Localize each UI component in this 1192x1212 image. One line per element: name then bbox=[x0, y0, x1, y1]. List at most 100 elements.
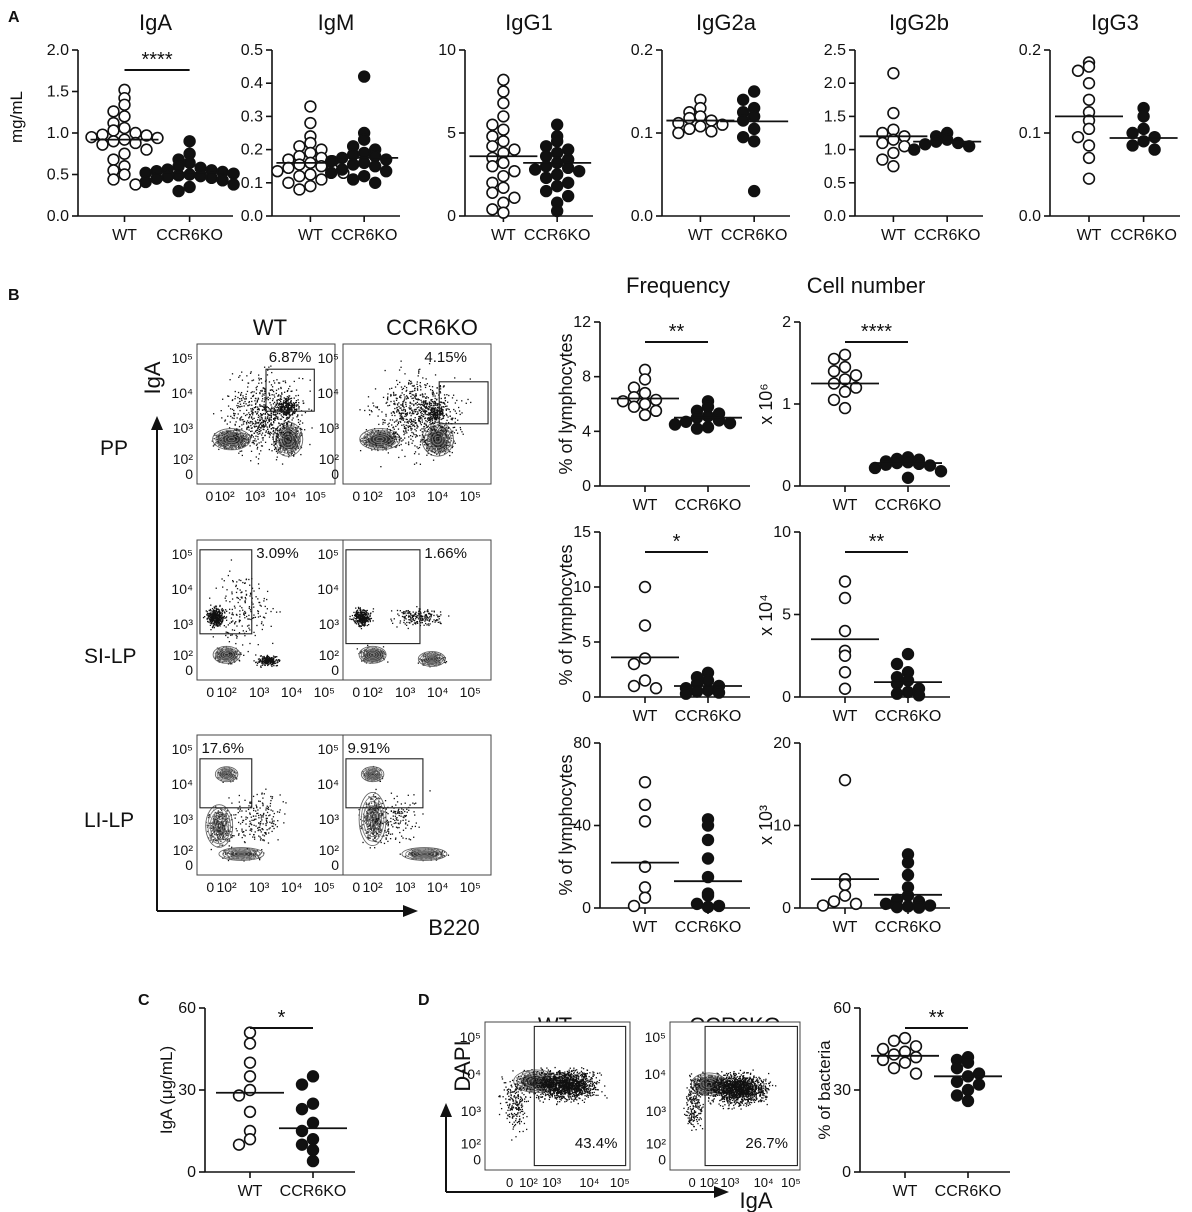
event-dot bbox=[227, 430, 229, 433]
event-dot bbox=[257, 397, 259, 399]
event-dot bbox=[264, 441, 267, 443]
event-dot bbox=[437, 434, 439, 436]
event-dot bbox=[421, 415, 424, 417]
significance-stars: **** bbox=[141, 49, 172, 71]
wt-point bbox=[627, 657, 641, 671]
flow-x-tick-label: 10⁵ bbox=[305, 488, 326, 504]
event-dot bbox=[252, 422, 254, 425]
event-dot bbox=[259, 432, 261, 435]
event-dot bbox=[273, 396, 276, 398]
x-tick-label: WT bbox=[633, 919, 658, 936]
event-dot bbox=[392, 437, 394, 439]
event-dot bbox=[295, 389, 298, 391]
flow-y-axis-label: IgA bbox=[140, 361, 165, 394]
y-tick-label: 0 bbox=[582, 478, 591, 495]
wt-point bbox=[232, 1138, 246, 1151]
event-dot bbox=[295, 400, 298, 402]
x-tick-label: WT bbox=[633, 497, 658, 514]
event-dot bbox=[291, 408, 293, 410]
y-tick-label: 2.5 bbox=[824, 42, 846, 59]
event-dot bbox=[276, 401, 278, 403]
event-dot bbox=[419, 394, 421, 396]
event-dot bbox=[238, 452, 240, 454]
event-dot bbox=[454, 410, 456, 412]
event-dot bbox=[251, 379, 253, 382]
event-dot bbox=[287, 406, 289, 408]
event-dot bbox=[425, 413, 427, 416]
event-dot bbox=[293, 409, 296, 411]
event-dot bbox=[460, 428, 462, 431]
event-dot bbox=[458, 406, 460, 409]
y-tick-label: 0.3 bbox=[241, 108, 263, 125]
event-dot bbox=[245, 403, 247, 405]
event-dot bbox=[233, 409, 235, 412]
event-dot bbox=[429, 407, 431, 409]
event-dot bbox=[298, 408, 300, 410]
x-tick-label: WT bbox=[881, 227, 906, 244]
event-dot bbox=[426, 439, 428, 441]
event-dot bbox=[377, 415, 379, 417]
wt-point bbox=[118, 147, 131, 160]
event-dot bbox=[419, 444, 422, 446]
event-dot bbox=[242, 419, 244, 421]
event-dot bbox=[419, 422, 422, 424]
event-dot bbox=[434, 374, 437, 376]
event-dot bbox=[402, 430, 405, 432]
event-dot bbox=[419, 441, 422, 443]
ccr6ko-point bbox=[1126, 126, 1139, 140]
event-dot bbox=[257, 425, 259, 428]
event-dot bbox=[428, 408, 430, 411]
event-dot bbox=[222, 398, 224, 400]
event-dot bbox=[246, 390, 249, 393]
wt-point bbox=[838, 360, 852, 374]
event-dot bbox=[459, 426, 461, 429]
event-dot bbox=[452, 394, 455, 396]
event-dot bbox=[443, 394, 446, 396]
event-dot bbox=[408, 425, 411, 428]
x-tick-label: CCR6KO bbox=[524, 227, 591, 244]
event-dot bbox=[405, 412, 407, 415]
event-dot bbox=[251, 434, 253, 436]
event-dot bbox=[378, 408, 380, 411]
event-dot bbox=[414, 425, 416, 428]
event-dot bbox=[393, 400, 395, 402]
y-tick-label: 0.5 bbox=[824, 175, 846, 192]
event-dot bbox=[240, 391, 243, 394]
event-dot bbox=[289, 385, 291, 387]
event-dot bbox=[283, 427, 286, 429]
event-dot bbox=[253, 391, 255, 393]
event-dot bbox=[409, 407, 411, 410]
wt-point bbox=[876, 153, 889, 166]
event-dot bbox=[262, 387, 264, 389]
event-dot bbox=[416, 383, 418, 385]
flow-x-arrowhead bbox=[403, 905, 418, 917]
event-dot bbox=[280, 423, 282, 425]
event-dot bbox=[391, 387, 393, 389]
event-dot bbox=[287, 399, 289, 401]
event-dot bbox=[411, 431, 413, 434]
event-dot bbox=[398, 436, 400, 438]
event-dot bbox=[212, 413, 215, 415]
event-dot bbox=[447, 427, 449, 429]
event-dot bbox=[275, 428, 277, 430]
y-tick-label: 0.0 bbox=[824, 208, 846, 225]
event-dot bbox=[277, 388, 280, 390]
ccr6ko-point bbox=[561, 161, 575, 175]
event-dot bbox=[382, 447, 384, 449]
wt-point bbox=[838, 682, 852, 695]
event-dot bbox=[264, 416, 267, 418]
ccr6ko-point bbox=[227, 167, 240, 180]
event-dot bbox=[260, 378, 262, 380]
event-dot bbox=[277, 398, 280, 401]
event-dot bbox=[248, 434, 250, 436]
event-dot bbox=[257, 374, 260, 376]
event-dot bbox=[367, 405, 369, 407]
event-dot bbox=[404, 415, 406, 418]
event-dot bbox=[242, 435, 245, 437]
event-dot bbox=[285, 437, 287, 440]
wt-point bbox=[649, 404, 663, 418]
event-dot bbox=[255, 405, 257, 408]
event-dot bbox=[279, 432, 282, 434]
